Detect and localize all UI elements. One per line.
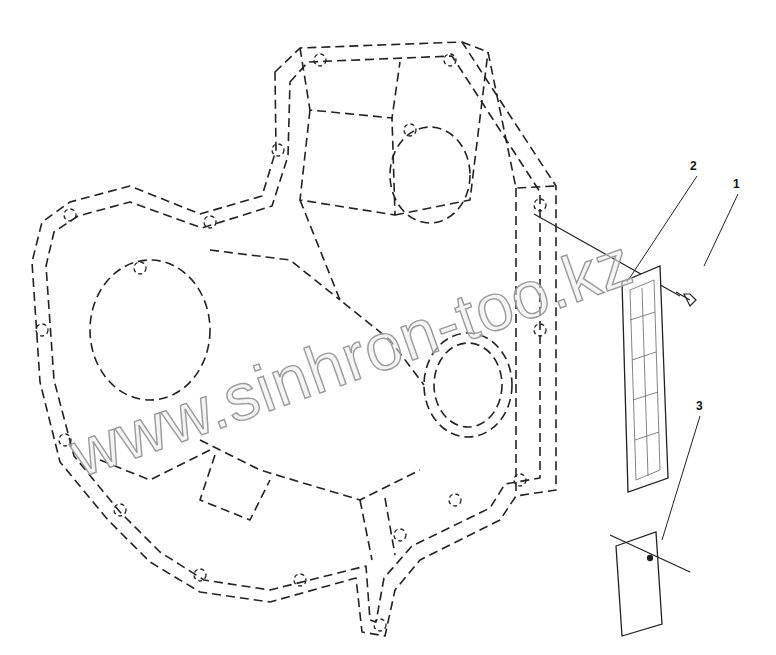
housing-face — [515, 188, 517, 496]
bolt-hole — [534, 199, 546, 211]
housing-rib — [360, 498, 395, 560]
bolt-hole — [404, 124, 416, 136]
callout-number: 3 — [696, 400, 703, 412]
housing-rib — [200, 440, 420, 500]
bolt-symbol — [676, 292, 696, 306]
housing-face — [300, 110, 395, 215]
housing-face — [462, 42, 556, 188]
plate-detail — [630, 288, 659, 476]
leader-line — [627, 176, 697, 282]
housing-rib — [200, 455, 270, 520]
plate-detail — [630, 280, 660, 480]
bolt-hole — [36, 324, 48, 336]
small-plate — [616, 532, 662, 636]
bolt-hole — [314, 54, 326, 66]
bolt-hole — [194, 569, 206, 581]
bolt-hole — [444, 54, 456, 66]
bolt-hole — [449, 494, 461, 506]
bore — [390, 127, 470, 223]
bolt-hole — [294, 574, 306, 586]
bolt-hole — [64, 209, 76, 221]
bolt-hole — [272, 144, 284, 156]
housing-rib — [210, 250, 340, 300]
callout-number: 2 — [690, 160, 697, 172]
watermark: www.sinhron-too.kz — [62, 228, 640, 487]
leader-line — [662, 416, 700, 540]
plate-hole — [648, 556, 653, 561]
bolt-hole — [374, 619, 386, 631]
bolt-hole — [134, 262, 146, 274]
bolt-hole — [514, 474, 526, 486]
cover-plate — [622, 266, 668, 492]
callout-number: 1 — [733, 178, 740, 190]
leader-line — [704, 194, 738, 266]
bolt-hole — [394, 529, 406, 541]
housing-face — [300, 48, 400, 118]
assembly-line — [610, 535, 690, 572]
bolt-hole — [114, 504, 126, 516]
bolt-hole — [204, 216, 216, 228]
